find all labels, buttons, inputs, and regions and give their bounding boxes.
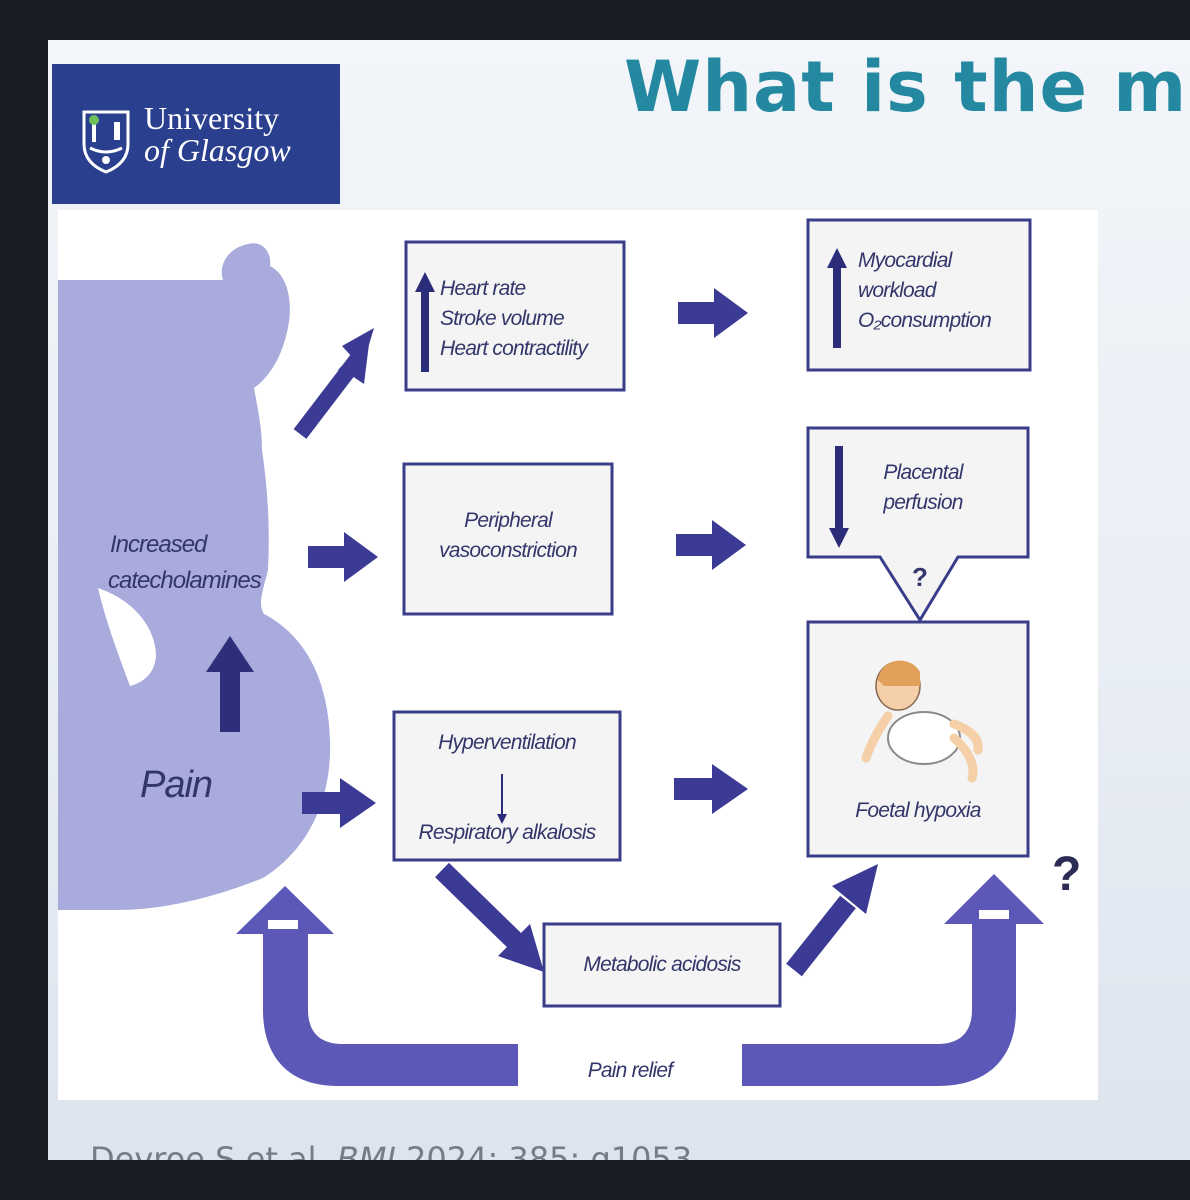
heart-contractility-label: Heart contractility bbox=[440, 337, 588, 360]
peripheral-label: Peripheral bbox=[464, 509, 553, 532]
crest-icon bbox=[82, 110, 130, 174]
placental-label: Placental bbox=[883, 461, 963, 484]
pain-relief-left-minus-icon bbox=[268, 920, 298, 929]
arrow-alkalosis-to-acidosis-shaft bbox=[435, 862, 523, 950]
slide: University of Glasgow What is the m bbox=[48, 40, 1190, 1160]
citation-details: 2024; 385: q1053 bbox=[395, 1140, 693, 1160]
logo-line2: of Glasgow bbox=[144, 132, 291, 168]
pregnant-silhouette bbox=[58, 243, 331, 911]
perfusion-label: perfusion bbox=[883, 491, 963, 514]
stroke-volume-label: Stroke volume bbox=[440, 307, 565, 330]
myocardial-up-arrow-icon bbox=[827, 248, 847, 348]
placental-question-mark: ? bbox=[912, 562, 928, 592]
metabolic-acidosis-box bbox=[542, 922, 782, 1008]
metabolic-acidosis-label: Metabolic acidosis bbox=[583, 953, 741, 976]
arrow-alkalosis-to-hypoxia-icon bbox=[674, 764, 748, 814]
arrow-to-heart-shaft bbox=[293, 353, 365, 439]
pain-relief-right-arrow bbox=[742, 874, 1044, 1086]
arrow-heart-to-myocardial-icon bbox=[678, 288, 748, 338]
heart-rate-box bbox=[404, 240, 626, 392]
increased-label: Increased bbox=[110, 531, 207, 558]
catecholamines-label: catecholamines bbox=[108, 567, 262, 594]
myocardial-box bbox=[806, 218, 1032, 372]
silhouette-arm bbox=[98, 588, 156, 686]
logo-text: University of Glasgow bbox=[144, 102, 291, 166]
hyperventilation-box bbox=[392, 710, 622, 862]
placental-down-arrow-icon bbox=[829, 446, 849, 548]
myocardial-label: Myocardial bbox=[858, 249, 952, 272]
respiratory-alkalosis-label: Respiratory alkalosis bbox=[418, 821, 597, 844]
hyperventilation-label: Hyperventilation bbox=[438, 731, 577, 754]
arrow-acidosis-to-hypoxia-shaft bbox=[786, 895, 856, 977]
pain-label: Pain bbox=[140, 764, 213, 806]
pain-relief-left-arrow bbox=[236, 886, 518, 1086]
citation-journal: BMJ bbox=[336, 1140, 396, 1160]
vasoconstriction-label: vasoconstriction bbox=[439, 539, 578, 562]
diagram-figure: Heart rate Stroke volume Heart contracti… bbox=[58, 210, 1098, 1100]
citation: Devroe S et al. BMJ 2024; 385: q1053 bbox=[90, 1140, 692, 1160]
diagram-graphics bbox=[58, 218, 1044, 1086]
peripheral-box bbox=[402, 462, 614, 616]
foetal-hypoxia-label: Foetal hypoxia bbox=[855, 799, 981, 822]
right-question-mark: ? bbox=[1052, 848, 1081, 901]
arrow-peripheral-to-placental-icon bbox=[676, 520, 746, 570]
arrow-to-heart-head bbox=[342, 328, 374, 368]
arrow-catecholamines-to-peripheral-icon bbox=[308, 532, 378, 582]
university-logo: University of Glasgow bbox=[52, 64, 340, 204]
arrow-pain-to-catecholamines-icon bbox=[206, 636, 254, 732]
arrow-acidosis-to-hypoxia-head bbox=[832, 864, 878, 914]
workload-label: workload bbox=[858, 279, 936, 302]
pain-relief-label: Pain relief bbox=[587, 1059, 673, 1082]
heart-up-arrow-icon bbox=[415, 272, 435, 372]
hyperventilation-down-arrow-icon bbox=[497, 774, 507, 824]
placental-box bbox=[806, 426, 1030, 623]
logo-line1: University bbox=[144, 100, 280, 136]
heart-rate-label: Heart rate bbox=[440, 277, 526, 300]
pain-relief-right-minus-icon bbox=[979, 910, 1009, 919]
citation-authors: Devroe S et al. bbox=[90, 1140, 337, 1160]
o2-consumption-label: O₂consumption bbox=[858, 309, 992, 332]
baby-icon bbox=[861, 660, 983, 783]
arrow-alkalosis-to-acidosis-head bbox=[498, 924, 544, 972]
slide-title: What is the m bbox=[624, 46, 1188, 128]
arrow-pain-to-hyperventilation-icon bbox=[302, 778, 376, 828]
